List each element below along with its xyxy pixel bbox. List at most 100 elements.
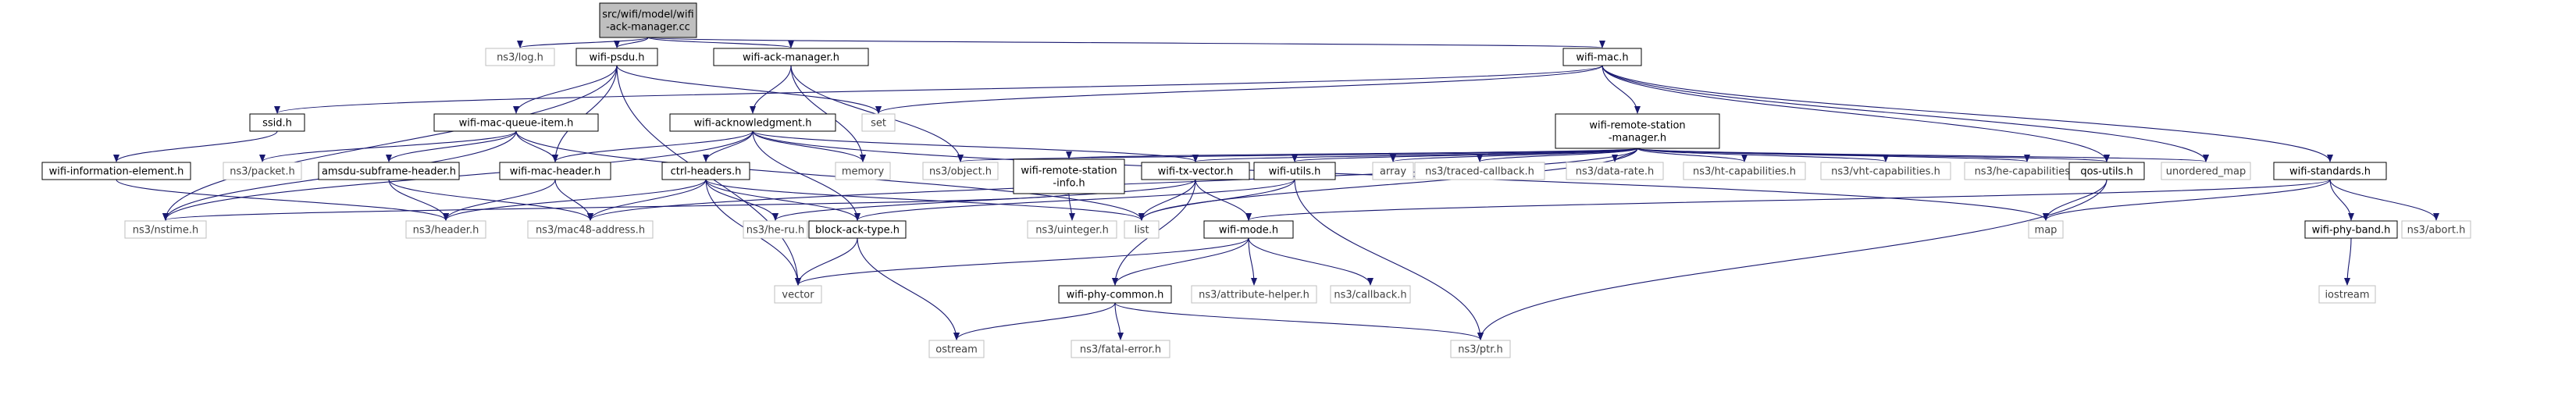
- edge-standards-to-band: [2329, 179, 2354, 221]
- node-label: ns3/he-capabilities.h: [1975, 166, 2080, 178]
- node-label: qos-utils.h: [2080, 166, 2132, 178]
- edge-phycommon-to-ostream: [953, 302, 1116, 340]
- node-box: [1683, 162, 1806, 180]
- edge-rsm-to-htcap: [1637, 148, 1748, 162]
- node-box: [1191, 285, 1317, 304]
- node-amsdu[interactable]: amsdu-subframe-header.h: [318, 162, 460, 180]
- edge: [388, 179, 593, 221]
- node-box: [861, 113, 896, 132]
- node-machdr[interactable]: wifi-mac-header.h: [499, 162, 611, 180]
- node-label: ns3/uinteger.h: [1035, 225, 1109, 237]
- node-box: [1141, 162, 1250, 180]
- node-mac[interactable]: wifi-mac.h: [1562, 48, 1642, 66]
- node-infoel[interactable]: wifi-information-element.h: [41, 162, 191, 180]
- node-ctrl[interactable]: ctrl-headers.h: [661, 162, 750, 180]
- edge: [1112, 237, 1249, 286]
- node-box: [774, 285, 822, 304]
- node-label: -manager.h: [1609, 133, 1666, 144]
- node-label: amsdu-subframe-header.h: [322, 166, 456, 178]
- edge: [1138, 179, 1196, 221]
- edge-phycommon-to-ptr: [1114, 302, 1484, 340]
- node-label: wifi-phy-common.h: [1067, 290, 1164, 301]
- edge: [554, 179, 593, 221]
- edge-ssid-to-infoel: [113, 130, 278, 162]
- edge-mac-to-standards: [1602, 65, 2333, 162]
- node-label: ns3/attribute-helper.h: [1199, 290, 1309, 301]
- edge-standards-to-mode: [1245, 179, 2331, 221]
- node-band[interactable]: wifi-phy-band.h: [2304, 220, 2398, 239]
- node-qos[interactable]: qos-utils.h: [2068, 162, 2145, 180]
- node-map: map: [2028, 220, 2064, 239]
- node-rsinfo[interactable]: wifi-remote-station-info.h: [1013, 158, 1125, 194]
- node-ackn[interactable]: wifi-acknowledgment.h: [669, 113, 836, 132]
- node-mac48: ns3/mac48-address.h: [527, 220, 654, 239]
- edge-qos-to-map: [2043, 179, 2107, 221]
- edge: [517, 37, 649, 48]
- edge: [1248, 237, 1257, 286]
- edge: [1114, 302, 1484, 340]
- edge-utils-to-ptr: [1294, 179, 1484, 340]
- node-psdu[interactable]: wifi-psdu.h: [575, 48, 658, 66]
- edge: [515, 130, 1145, 221]
- edge: [1114, 302, 1124, 340]
- node-label: ns3/header.h: [413, 225, 479, 237]
- edge-rsinfo-to-uint: [1068, 193, 1075, 221]
- node-label: wifi-mac-queue-item.h: [459, 118, 574, 130]
- node-label: list: [1134, 225, 1149, 237]
- edge: [857, 237, 960, 340]
- node-vector: vector: [774, 285, 822, 304]
- edge-ctrl-to-bat: [705, 179, 860, 221]
- node-box: [1203, 220, 1294, 239]
- node-box: [743, 220, 808, 239]
- node-rsm[interactable]: wifi-remote-station-manager.h: [1555, 113, 1720, 149]
- node-box: [1450, 340, 1511, 358]
- node-bat[interactable]: block-ack-type.h: [808, 220, 907, 239]
- node-ackmgr[interactable]: wifi-ack-manager.h: [713, 48, 869, 66]
- edge: [1477, 148, 1638, 162]
- edge: [2043, 179, 2331, 221]
- edge-qos-to-ptr: [1477, 179, 2107, 340]
- edge: [647, 37, 1604, 48]
- node-box: [2401, 220, 2471, 239]
- node-header: ns3/header.h: [405, 220, 486, 239]
- edge: [2344, 237, 2352, 286]
- node-box: [485, 48, 555, 66]
- node-queueitem[interactable]: wifi-mac-queue-item.h: [433, 113, 599, 132]
- edge-ackmgr-to-ackn: [750, 65, 792, 114]
- edge-queueitem-to-amsdu: [386, 130, 517, 162]
- node-phycommon[interactable]: wifi-phy-common.h: [1058, 285, 1172, 304]
- edge-ackn-to-bat: [752, 130, 860, 221]
- edge-rsm-to-object: [958, 148, 1638, 162]
- node-datarate: ns3/data-rate.h: [1566, 162, 1664, 180]
- edge-phycommon-to-fatalerr: [1114, 302, 1124, 340]
- node-object: ns3/object.h: [922, 162, 999, 180]
- node-box: [1820, 162, 1951, 180]
- edge-ctrl-to-header: [443, 179, 707, 221]
- node-label: ostream: [935, 344, 978, 356]
- edge-ackn-to-ctrl: [703, 130, 754, 162]
- node-txvec[interactable]: wifi-tx-vector.h: [1141, 162, 1250, 180]
- node-label: ns3/log.h: [497, 52, 543, 64]
- node-standards[interactable]: wifi-standards.h: [2273, 162, 2387, 180]
- edge-mode-to-callback: [1248, 237, 1374, 286]
- edge: [1637, 148, 2209, 162]
- node-label: wifi-acknowledgment.h: [693, 118, 811, 130]
- node-box: [433, 113, 599, 132]
- node-box: [2161, 162, 2251, 180]
- edge: [259, 130, 517, 162]
- node-label: wifi-ack-manager.h: [743, 52, 839, 64]
- edge: [552, 130, 754, 162]
- node-mode[interactable]: wifi-mode.h: [1203, 220, 1294, 239]
- node-ssid[interactable]: ssid.h: [249, 113, 305, 132]
- edge: [614, 37, 649, 48]
- node-uint: ns3/uinteger.h: [1027, 220, 1117, 239]
- node-root[interactable]: src/wifi/model/wifi-ack-manager.cc: [599, 2, 697, 38]
- edge: [1068, 193, 1075, 221]
- edge-machdr-to-mac48: [554, 179, 593, 221]
- node-label: ns3/abort.h: [2407, 225, 2466, 237]
- node-label: ns3/ht-capabilities.h: [1693, 166, 1796, 178]
- edge: [1602, 65, 1641, 114]
- edge: [958, 148, 1638, 162]
- node-utils[interactable]: wifi-utils.h: [1253, 162, 1336, 180]
- node-box: [1027, 220, 1117, 239]
